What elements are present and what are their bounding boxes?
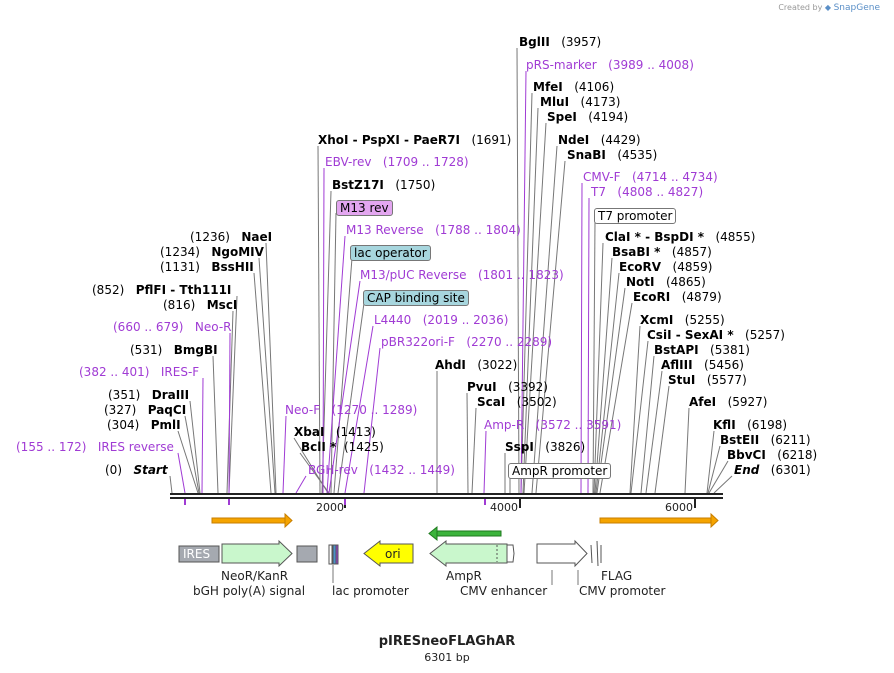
ori-feature [363,539,414,568]
site-ahdi: AhdI (3022) [435,358,518,372]
site-pvui: PvuI (3392) [467,380,548,394]
primer-marks [184,499,486,505]
primer-m13-reverse: M13 Reverse (1788 .. 1804) [346,223,521,237]
primer-prs-marker: pRS-marker (3989 .. 4008) [526,58,694,72]
site-bsabi: BsaBI * (4857) [612,245,712,259]
site-bsteii: BstEII (6211) [720,433,811,447]
primer-neo-f: Neo-F (1270 .. 1289) [285,403,418,417]
ampr-feature [429,539,508,568]
neor-label: NeoR/KanR [221,569,289,583]
cmv-enhancer-label: CMV enhancer [460,584,548,598]
site-mlui: MluI (4173) [540,95,621,109]
cmv-promoter-tick-1 [590,544,593,564]
ires-feature [178,545,220,563]
site-bcli: BclI * (1425) [301,440,384,454]
site-stui: StuI (5577) [668,373,747,387]
t7-promoter-box: T7 promoter [594,208,677,224]
cmv-promoter-label: CMV promoter [579,584,666,598]
site-spei: SpeI (4194) [547,110,629,124]
site-bbvci: BbvCI (6218) [727,448,818,462]
primer-amp-r: Amp-R (3572 .. 3591) [484,418,622,432]
site-start: (0) Start [105,463,168,477]
primer-pbr322ori-f: pBR322ori-F (2270 .. 2289) [381,335,553,349]
site-snabi: SnaBI (4535) [567,148,658,162]
plasmid-name: pIRESneoFLAGhAR [378,634,516,649]
site-bmgbi: (531) BmgBI [130,343,218,357]
cmv-promoter-tick-2 [596,540,599,567]
site-pflfi: (852) PflFI - Tth111I [92,283,232,297]
site-mfei: MfeI (4106) [533,80,615,94]
orf-arrow-3 [428,525,502,542]
orf-arrow-2 [599,512,719,529]
tick-label-6000: 6000 [665,501,693,514]
site-ngomiv: (1234) NgoMIV [160,245,264,259]
site-ecori: EcoRI (4879) [633,290,722,304]
snapgene-credit: Created by ◆ SnapGene [778,3,880,13]
lac-promoter-label: lac promoter [332,584,409,598]
tick-label-4000: 4000 [490,501,518,514]
scale-ticks [344,498,696,508]
ampr-label: AmpR [446,569,482,583]
site-draiii: (351) DraIII [108,388,190,402]
site-kfli: KflI (6198) [713,418,788,432]
ampr-promoter-box: AmpR promoter [508,463,612,479]
lac-marker-3 [335,544,339,565]
primer-l4440: L4440 (2019 .. 2036) [374,313,509,327]
site-ecorv: EcoRV (4859) [619,260,713,274]
ampr-promoter-feature [506,544,515,563]
site-scai: ScaI (3502) [477,395,557,409]
tick-label-2000: 2000 [316,501,344,514]
snapgene-logo-icon: ◆ [824,3,832,12]
site-xhoi: XhoI - PspXI - PaeR7I (1691) [318,133,512,147]
site-xbai: XbaI (1413) [294,425,376,439]
lac-operator-box: lac operator [350,245,431,261]
credit-prefix: Created by [778,3,823,12]
plasmid-length: 6301 bp [424,651,470,664]
site-bstz17i: BstZ17I (1750) [332,178,436,192]
primer-cmv-f: CMV-F (4714 .. 4734) [583,170,718,184]
site-csii: CsiI - SexAI * (5257) [647,328,785,342]
site-paqci: (327) PaqCI [104,403,187,417]
ori-label: ori [385,547,401,561]
site-pmli: (304) PmlI [107,418,181,432]
primer-t7: T7 (4808 .. 4827) [591,185,704,199]
site-bglii: BglII (3957) [519,35,602,49]
bgh-feature [296,545,318,563]
primer-ires-reverse: (155 .. 172) IRES reverse [16,440,174,454]
primer-leaders [177,70,590,494]
primer-neo-r: (660 .. 679) Neo-R [113,320,232,334]
site-afliii: AflIII (5456) [661,358,744,372]
site-naei: (1236) NaeI [190,230,273,244]
cap-binding-site-box: CAP binding site [363,290,469,306]
site-bstapi: BstAPI (5381) [654,343,750,357]
feature-connectors [332,565,579,585]
site-xcmi: XcmI (5255) [640,313,725,327]
site-sspi: SspI (3826) [505,440,586,454]
primer-ebv-rev: EBV-rev (1709 .. 1728) [325,155,469,169]
primer-bgh-rev: BGH-rev (1432 .. 1449) [308,463,455,477]
flag-label: FLAG [601,569,633,583]
site-noti: NotI (4865) [626,275,706,289]
site-end: End (6301) [734,463,811,477]
primer-ires-f: (382 .. 401) IRES-F [79,365,200,379]
site-bsshii: (1131) BssHII [160,260,254,274]
site-ndei: NdeI (4429) [558,133,641,147]
orf-arrow-1 [211,512,293,529]
m13-rev-box: M13 rev [336,200,393,216]
lac-marker-1 [328,544,333,565]
site-clai: ClaI * - BspDI * (4855) [605,230,756,244]
site-msci: (816) MscI [163,298,238,312]
credit-brand: SnapGene [833,3,880,13]
cmv-enhancer-feature [536,539,588,568]
bgh-label: bGH poly(A) signal [193,584,306,598]
ires-label: IRES [183,547,211,561]
primer-m13-puc-reverse: M13/pUC Reverse (1801 .. 1823) [360,268,564,282]
neor-feature [221,539,293,568]
site-afei: AfeI (5927) [689,395,768,409]
